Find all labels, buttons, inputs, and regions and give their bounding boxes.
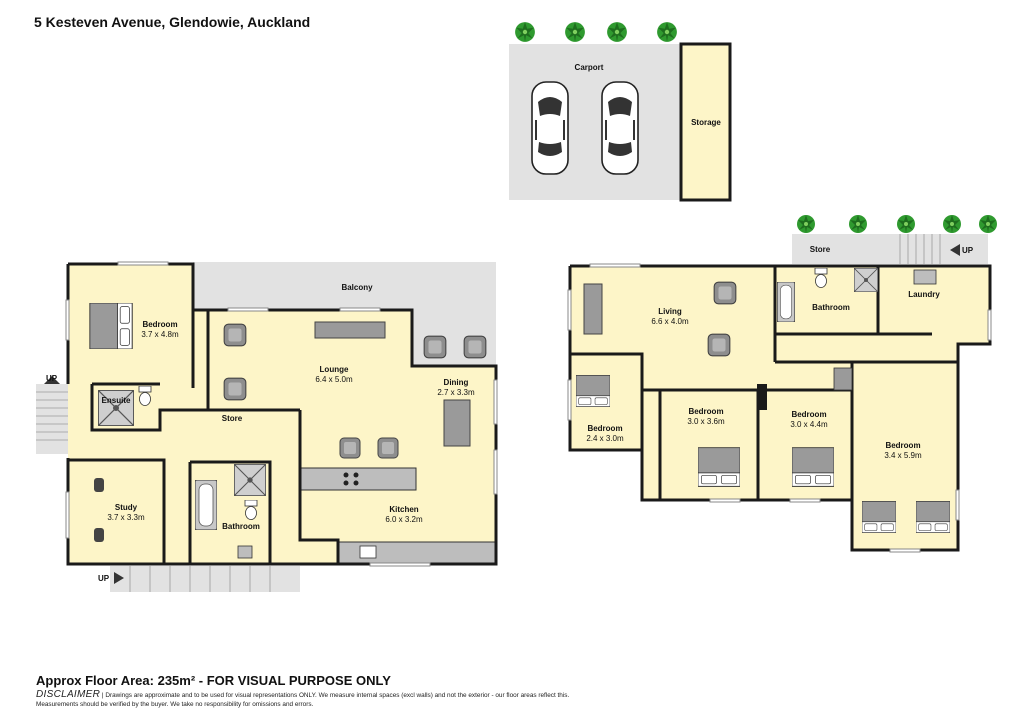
bedroom-label: Bedroom <box>885 441 920 450</box>
bedroom-dimensions: 2.4 x 3.0m <box>586 434 624 443</box>
bathroom-label: Bathroom <box>222 522 260 531</box>
chair-icon <box>377 437 399 459</box>
armchair-icon <box>713 281 737 305</box>
bedroom-label: Bedroom <box>688 407 723 416</box>
tree-icon <box>943 215 961 233</box>
sink-icon <box>359 545 377 559</box>
bedroom-label: Bedroom <box>142 320 177 329</box>
armchair-icon <box>463 335 487 359</box>
kitchen-label: Kitchen <box>389 505 418 514</box>
balcony-label: Balcony <box>341 283 373 292</box>
up-label: UP <box>46 374 58 383</box>
lounge-dimensions: 6.4 x 5.0m <box>315 375 353 384</box>
left-floor: UP UP <box>36 261 498 592</box>
disclaimer-line-1: DISCLAIMER | Drawings are approximate an… <box>36 689 569 700</box>
disclaimer-heading: DISCLAIMER <box>36 689 101 700</box>
lounge-label: Lounge <box>320 365 349 374</box>
sofa-icon <box>314 321 386 339</box>
armchair-icon <box>423 335 447 359</box>
bedroom-label: Bedroom <box>587 424 622 433</box>
stair-arrow-icon <box>44 376 60 384</box>
dining-table-icon <box>443 399 471 447</box>
storage-room <box>679 42 732 202</box>
vanity-icon <box>237 545 253 559</box>
tree-icon <box>849 215 867 233</box>
up-label: UP <box>98 574 110 583</box>
toilet-icon <box>244 500 258 520</box>
floor-area-text: Approx Floor Area: 235m² - FOR VISUAL PU… <box>36 673 391 688</box>
tree-icon <box>979 215 997 233</box>
bedroom-dimensions: 3.7 x 4.8m <box>141 330 179 339</box>
chair-icon <box>339 437 361 459</box>
shower-icon <box>854 268 878 292</box>
dining-label: Dining <box>444 378 469 387</box>
plan-title: 5 Kesteven Avenue, Glendowie, Auckland <box>34 14 311 30</box>
balcony-floor <box>193 262 496 310</box>
tree-icon <box>607 22 627 42</box>
laundry-label: Laundry <box>908 290 940 299</box>
carport-area: Carport Storage <box>509 22 732 202</box>
tree-icon <box>657 22 677 42</box>
toilet-icon <box>138 386 152 406</box>
bedroom-dimensions: 3.0 x 3.6m <box>687 417 725 426</box>
bed-icon <box>916 500 950 534</box>
armchair-icon <box>223 377 247 401</box>
right-floor-area <box>570 266 990 550</box>
study-label: Study <box>115 503 138 512</box>
stairs-bottom <box>110 566 300 592</box>
disclaimer-text-1: | Drawings are approximate and to be use… <box>101 692 570 699</box>
stair-arrow-icon <box>950 244 960 256</box>
ensuite-label: Ensuite <box>102 396 131 405</box>
bathtub-icon <box>777 282 795 322</box>
dining-dimensions: 2.7 x 3.3m <box>437 388 475 397</box>
car-icon <box>531 81 569 175</box>
living-dimensions: 6.6 x 4.0m <box>651 317 689 326</box>
tree-icon <box>515 22 535 42</box>
bed-icon <box>576 374 610 408</box>
chimney-block <box>757 384 767 410</box>
bed-icon <box>862 500 896 534</box>
bed-icon <box>89 303 133 349</box>
bedroom-label: Bedroom <box>791 410 826 419</box>
tree-icon <box>797 215 815 233</box>
armchair-icon <box>707 333 731 357</box>
shower-icon <box>234 464 266 496</box>
stairs-left <box>36 384 68 454</box>
bed-icon <box>698 447 740 487</box>
carport-label: Carport <box>575 63 604 72</box>
bedroom-dimensions: 3.0 x 4.4m <box>790 420 828 429</box>
sofa-icon <box>583 283 603 335</box>
wardrobe-icon <box>833 367 853 391</box>
kitchen-bench <box>299 467 417 491</box>
living-label: Living <box>658 307 682 316</box>
stair-arrow-icon <box>114 572 124 584</box>
bathtub-icon <box>195 480 217 530</box>
bathroom-label: Bathroom <box>812 303 850 312</box>
storage-label: Storage <box>691 118 721 127</box>
study-dimensions: 3.7 x 3.3m <box>107 513 145 522</box>
tree-icon <box>897 215 915 233</box>
up-label: UP <box>962 246 974 255</box>
store-label: Store <box>222 414 243 423</box>
armchair-icon <box>223 323 247 347</box>
toilet-icon <box>814 268 828 288</box>
bedroom-dimensions: 3.4 x 5.9m <box>884 451 922 460</box>
laundry-tub-icon <box>913 269 937 285</box>
kitchen-dimensions: 6.0 x 3.2m <box>385 515 423 524</box>
right-floor: UP Store <box>567 215 997 553</box>
tree-icon <box>565 22 585 42</box>
disclaimer-line-2: Measurements should be verified by the b… <box>36 701 314 708</box>
store-label: Store <box>810 245 831 254</box>
car-icon <box>601 81 639 175</box>
study-chairs <box>94 478 104 542</box>
bed-icon <box>792 447 834 487</box>
